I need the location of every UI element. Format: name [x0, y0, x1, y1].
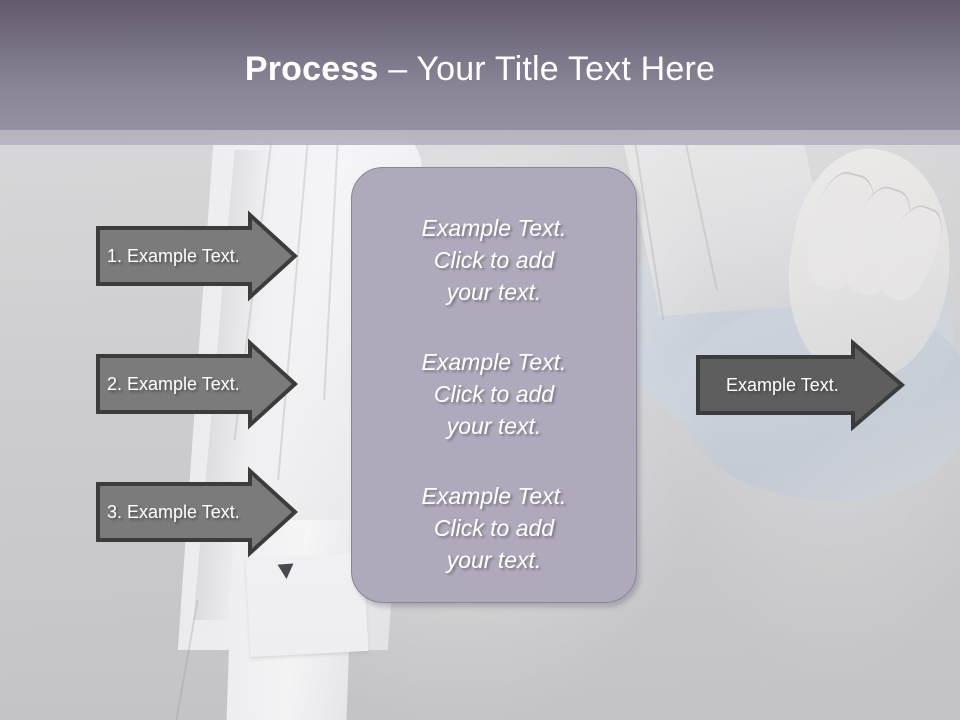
title-band: [0, 0, 960, 130]
step-arrow-2-label: 2. Example Text.: [107, 374, 240, 394]
panel-text-block-2[interactable]: Example Text. Click to add your text.: [421, 349, 567, 439]
step-arrow-1[interactable]: 1. Example Text.: [95, 210, 298, 302]
outcome-arrow-label: Example Text.: [726, 375, 839, 395]
slide-title-rest: – Your Title Text Here: [378, 50, 716, 88]
title-underline-strip: [0, 130, 960, 145]
step-arrow-3-label: 3. Example Text.: [107, 502, 240, 522]
arrow-shape-icon: [96, 466, 298, 558]
slide-title: Process – Your Title Text Here: [0, 48, 960, 90]
step-arrow-2[interactable]: 2. Example Text.: [95, 338, 298, 430]
arrow-shape-icon: [696, 338, 906, 432]
slide-title-strong: Process: [244, 50, 379, 88]
arrow-shape-icon: [96, 338, 298, 430]
step-arrow-3[interactable]: 3. Example Text.: [95, 466, 298, 558]
center-text-panel[interactable]: Example Text. Click to add your text. Ex…: [351, 167, 637, 603]
arrow-shape-icon: [96, 210, 298, 302]
panel-text-block-3[interactable]: Example Text. Click to add your text.: [421, 483, 567, 573]
step-arrow-1-label: 1. Example Text.: [107, 246, 240, 266]
panel-text-block-1[interactable]: Example Text. Click to add your text.: [421, 215, 567, 305]
outcome-arrow[interactable]: Example Text.: [695, 338, 906, 432]
